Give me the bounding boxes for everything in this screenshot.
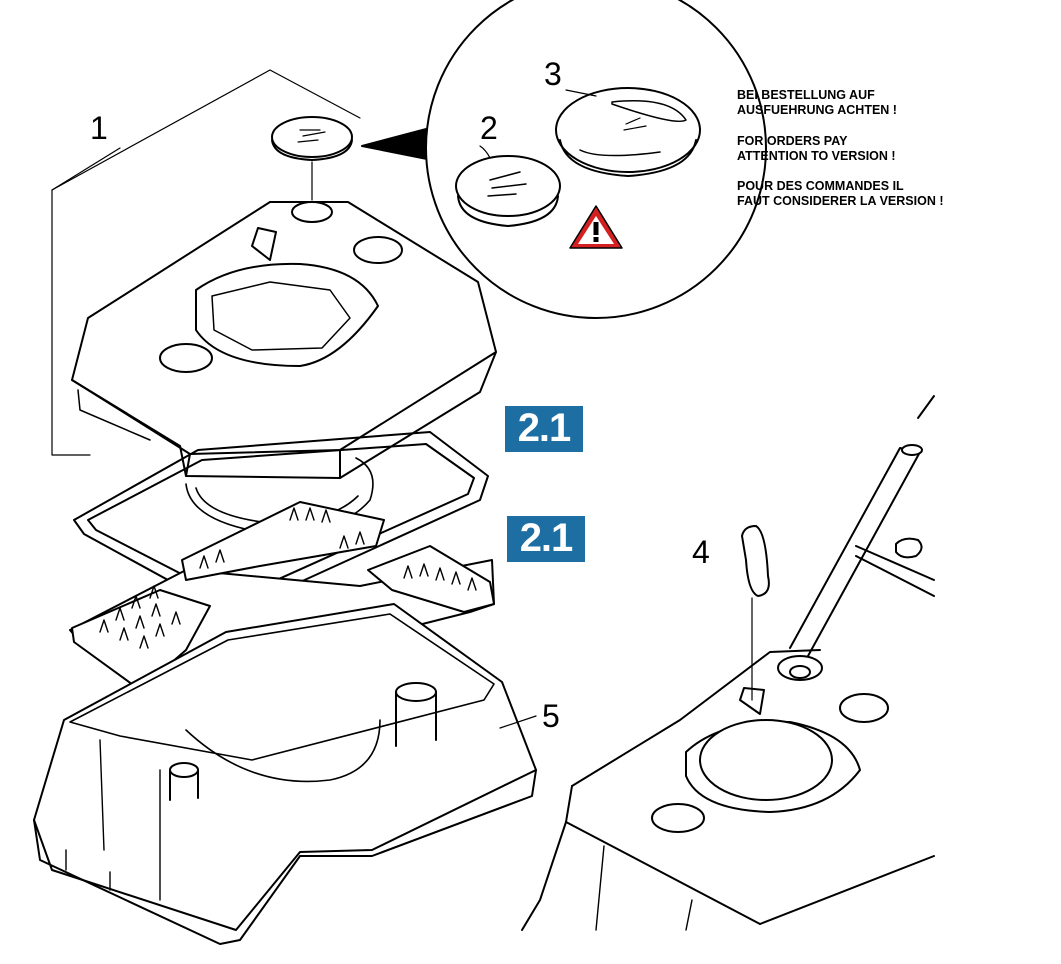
spike-insert-left bbox=[71, 585, 211, 691]
order-note-french: POUR DES COMMANDES IL FAUT CONSIDERER LA… bbox=[737, 179, 944, 208]
cap-variant-2 bbox=[455, 155, 561, 227]
part-1-bracket bbox=[51, 69, 361, 456]
spike-insert-center bbox=[181, 501, 385, 581]
assembled-view bbox=[521, 395, 935, 931]
part-2-leader bbox=[479, 145, 491, 159]
callout-5: 5 bbox=[542, 698, 560, 734]
callout-3: 3 bbox=[544, 56, 562, 92]
order-note-english: FOR ORDERS PAY ATTENTION TO VERSION ! bbox=[737, 134, 896, 163]
callout-1: 1 bbox=[90, 110, 108, 146]
callout-4: 4 bbox=[692, 534, 710, 570]
base-housing bbox=[33, 603, 537, 945]
top-cap bbox=[271, 116, 353, 201]
version-badge-lower: 2.1 bbox=[507, 516, 585, 562]
order-note-german: BEI BESTELLUNG AUF AUSFUEHRUNG ACHTEN ! bbox=[737, 88, 897, 117]
part-5-leader bbox=[499, 715, 537, 729]
part-3-leader bbox=[565, 89, 597, 97]
cap-variant-3 bbox=[555, 87, 701, 177]
spike-insert-small bbox=[367, 545, 495, 613]
part-4-pin bbox=[741, 525, 770, 701]
upper-seal-ring bbox=[73, 431, 489, 615]
detail-pointer bbox=[361, 127, 433, 161]
cover-housing bbox=[71, 201, 497, 479]
warning-triangle-icon bbox=[569, 205, 623, 249]
version-badge-upper: 2.1 bbox=[505, 406, 583, 452]
detail-circle bbox=[425, 0, 767, 319]
callout-2: 2 bbox=[480, 110, 498, 146]
